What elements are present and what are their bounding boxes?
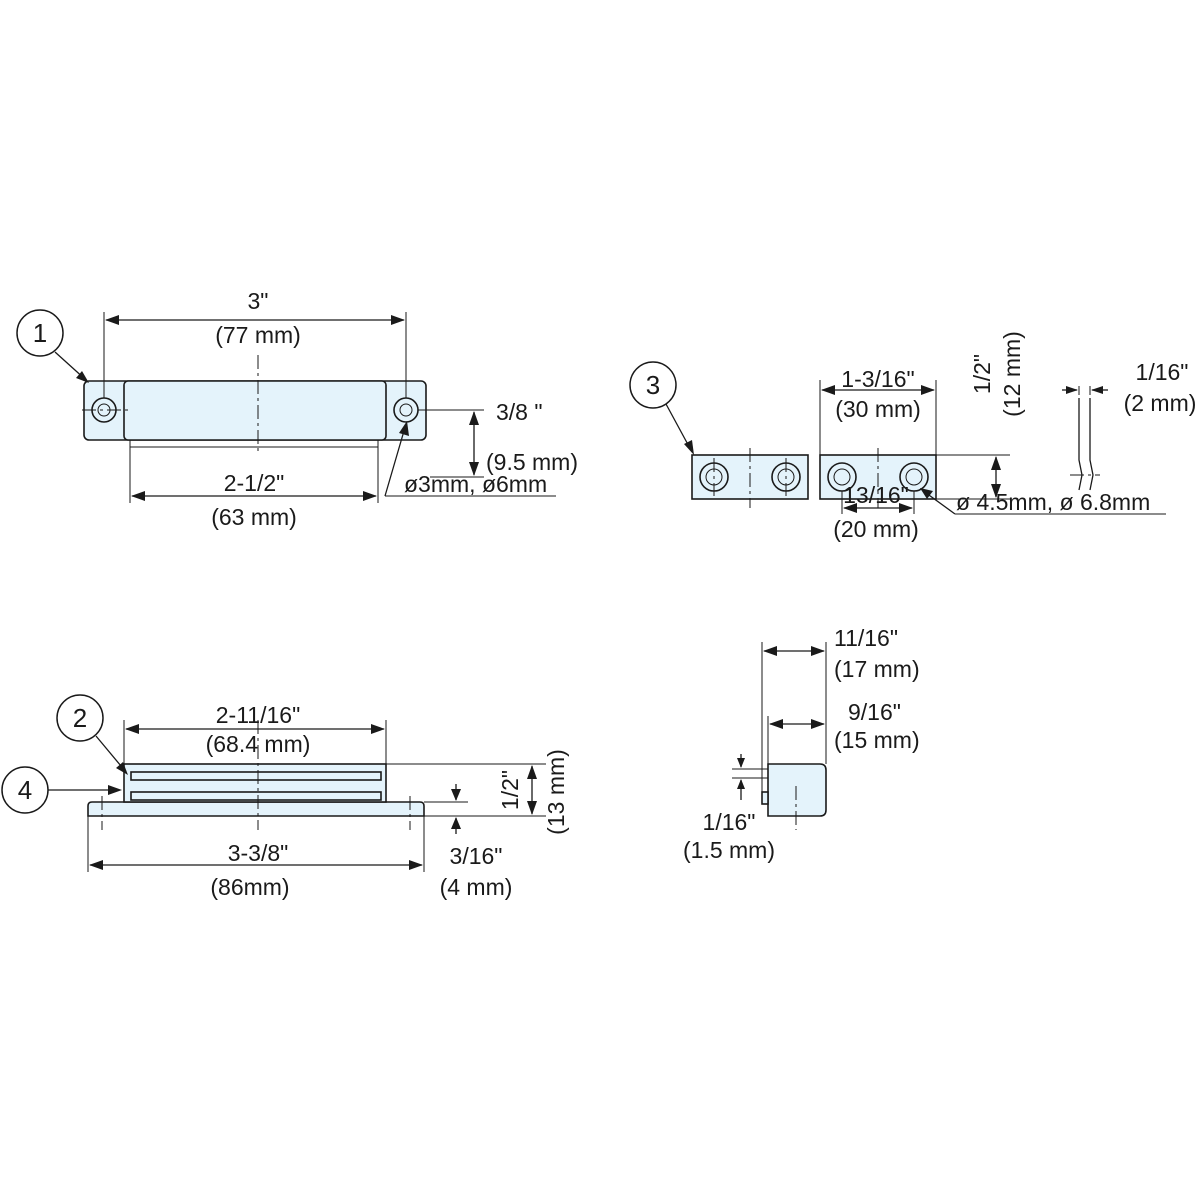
part-1-overall-mm: (77 mm)	[215, 322, 301, 348]
callout-4: 4	[1, 766, 122, 814]
part-2-base-flange	[87, 801, 425, 817]
side-body-mm: (15 mm)	[834, 727, 920, 753]
side-overall-inch: 11/16"	[834, 625, 898, 651]
part-4-magnet-bar-bottom	[130, 791, 382, 801]
callout-3-label: 3	[646, 370, 660, 400]
part-2-height-inch: 1/2"	[497, 770, 523, 810]
callout-4-label: 4	[18, 775, 32, 805]
part-2-body-mm: (68.4 mm)	[206, 731, 311, 757]
part-4-magnet-bar-top	[130, 771, 382, 781]
callout-1: 1	[16, 309, 89, 383]
side-view-body	[767, 763, 827, 817]
callout-2: 2	[56, 694, 128, 775]
part-3-hole-spec: ø 4.5mm, ø 6.8mm	[956, 489, 1150, 515]
part-1-height-inch: 3/8 "	[496, 399, 543, 425]
part-3-length-inch: 1-3/16"	[841, 366, 914, 392]
side-overall-mm: (17 mm)	[834, 656, 920, 682]
side-lip-inch: 1/16"	[703, 809, 756, 835]
part-1-top-view: 3" (77 mm) 3/8 " (9.5 mm) 2-1/2" (63 mm)…	[82, 288, 578, 530]
part-3-pitch-mm: (20 mm)	[833, 516, 919, 542]
side-view-lip	[761, 791, 769, 805]
part-1-overall-inch: 3"	[248, 288, 269, 314]
part-3-thickness-mm: (2 mm)	[1124, 390, 1197, 416]
part-3-height-mm: (12 mm)	[999, 331, 1025, 417]
part-3-height-inch: 1/2"	[969, 354, 995, 394]
part-3-thickness-inch: 1/16"	[1136, 359, 1189, 385]
part-3-pitch-inch: 13/16"	[843, 482, 909, 508]
part-1-magnet-body	[123, 380, 387, 441]
part-2-overall-mm: (86mm)	[210, 874, 289, 900]
part-1-body-inch: 2-1/2"	[224, 470, 285, 496]
side-body-inch: 9/16"	[848, 699, 901, 725]
side-lip-mm: (1.5 mm)	[683, 837, 775, 863]
callout-1-label: 1	[33, 318, 47, 348]
side-view: 11/16" (17 mm) 9/16" (15 mm) 1/16" (1.5 …	[683, 625, 920, 863]
part-2-body-inch: 2-11/16"	[216, 702, 300, 728]
part-2-base-mm: (4 mm)	[440, 874, 513, 900]
callout-2-label: 2	[73, 703, 87, 733]
callout-3: 3	[629, 361, 694, 455]
part-2-base-inch: 3/16"	[450, 843, 503, 869]
part-1-hole-spec: ø3mm, ø6mm	[404, 471, 547, 497]
part-2-height-mm: (13 mm)	[543, 749, 569, 835]
part-3-length-mm: (30 mm)	[835, 396, 921, 422]
part-1-body-mm: (63 mm)	[211, 504, 297, 530]
part-2-front-view: 2-11/16" (68.4 mm) 1/2" (13 mm) 3/16" (4…	[87, 702, 569, 900]
part-2-overall-inch: 3-3/8"	[228, 840, 289, 866]
part-1-height-mm: (9.5 mm)	[486, 449, 578, 475]
part-3-strike-plate: 1-3/16" (30 mm) 1/2" (12 mm) 13/16" (20 …	[691, 331, 1197, 542]
part-1-hole-right	[393, 397, 419, 423]
